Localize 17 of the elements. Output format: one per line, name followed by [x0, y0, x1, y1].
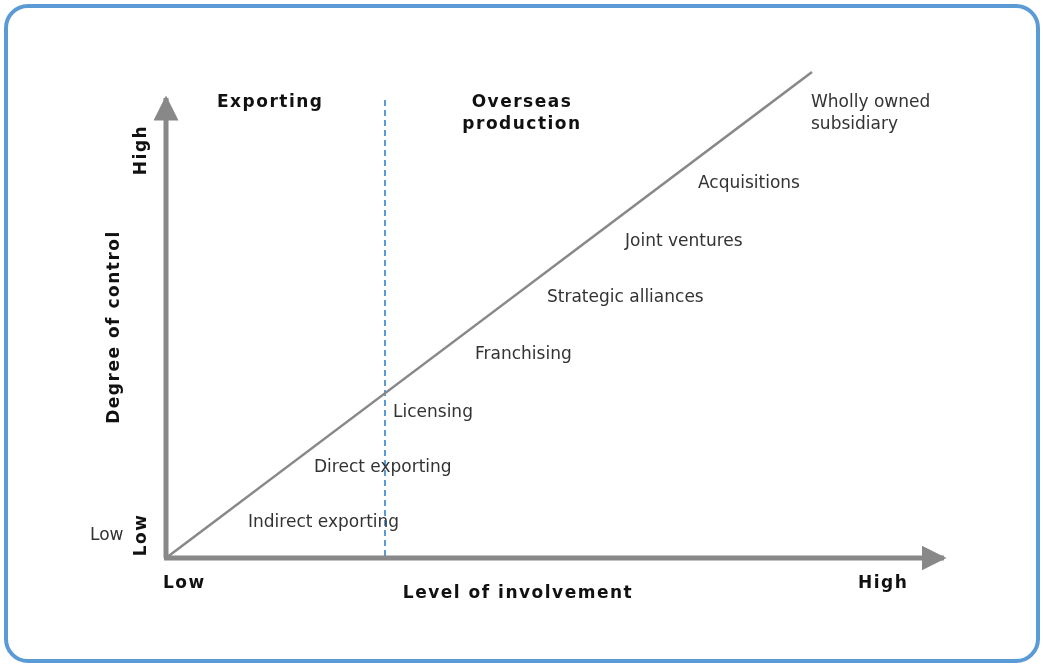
- strategy-label: Franchising: [475, 342, 572, 364]
- strategy-label: Licensing: [393, 400, 473, 422]
- strategy-label: Acquisitions: [698, 171, 800, 193]
- axis-title: Level of involvement: [402, 581, 634, 603]
- axis-end-label: Low: [163, 571, 206, 593]
- region-heading: Exporting: [217, 90, 324, 112]
- region-heading: Overseas production: [461, 90, 583, 134]
- axis-end-label: Low: [90, 523, 124, 545]
- axis-end-label: High: [129, 124, 151, 176]
- strategy-label: Strategic alliances: [547, 285, 704, 307]
- axis-end-label: Low: [129, 513, 151, 557]
- strategy-label: Joint ventures: [625, 229, 743, 251]
- strategy-label: Direct exporting: [314, 455, 452, 477]
- axis-title: Degree of control: [102, 230, 124, 424]
- axis-end-label: High: [858, 571, 909, 593]
- strategy-label: Indirect exporting: [248, 510, 400, 532]
- strategy-label: Wholly owned subsidiary: [811, 90, 932, 134]
